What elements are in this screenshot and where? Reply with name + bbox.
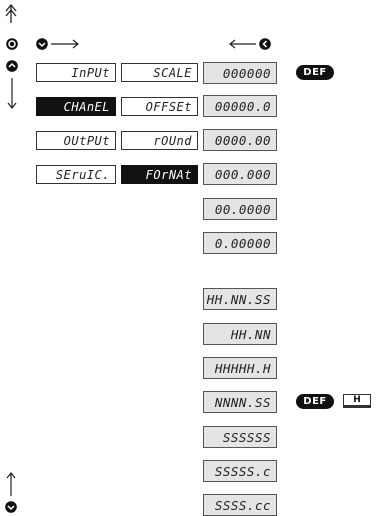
menu-item-label: rOUnd: [153, 133, 192, 148]
menu-item-label: OFFSEt: [145, 99, 192, 114]
format-option[interactable]: 00000.0: [203, 95, 277, 117]
format-option[interactable]: HH.NN.SS: [203, 288, 277, 310]
menu-item-output[interactable]: OUtPUt: [36, 131, 116, 150]
menu-item-scale[interactable]: SCALE: [121, 63, 198, 82]
menu-item-label: OUtPUt: [63, 133, 110, 148]
format-option-label: SSSSSS: [222, 429, 271, 445]
menu-item-format[interactable]: FOrNAt: [121, 165, 198, 184]
menu-item-channel[interactable]: CHAnEL: [36, 97, 116, 116]
format-option-label: NNNN.SS: [214, 394, 271, 410]
default-badge: DEF: [296, 65, 334, 80]
format-option[interactable]: HHHHH.H: [203, 357, 277, 379]
format-option-label: 00000.0: [214, 98, 271, 114]
menu-item-input[interactable]: InPUt: [36, 63, 116, 82]
format-option-label: 0.00000: [214, 235, 271, 251]
format-option[interactable]: HH.NN: [203, 323, 277, 345]
left-arrow-back-button-icon: [229, 38, 271, 50]
format-option[interactable]: NNNN.SS: [203, 391, 277, 413]
menu-item-label: InPUt: [71, 65, 110, 80]
format-option[interactable]: SSSSSS: [203, 426, 277, 448]
format-option[interactable]: SSSS.cc: [203, 494, 277, 516]
format-option-label: 00.0000: [214, 201, 271, 217]
format-option-label: HHHHH.H: [214, 360, 271, 376]
format-option-label: SSSS.cc: [214, 497, 271, 513]
menu-item-label: SCALE: [153, 65, 192, 80]
menu-item-label: CHAnEL: [63, 99, 110, 114]
format-option[interactable]: 000.000: [203, 163, 277, 185]
down-button-arrow-right-icon: [36, 38, 79, 50]
menu-item-offset[interactable]: OFFSEt: [121, 97, 198, 116]
format-option[interactable]: SSSSS.c: [203, 460, 277, 482]
format-option[interactable]: 0000.00: [203, 129, 277, 151]
format-option-label: HH.NN: [230, 326, 271, 342]
menu-item-round[interactable]: rOUnd: [121, 131, 198, 150]
menu-item-label: SEruIC.: [55, 167, 110, 182]
format-option[interactable]: 0.00000: [203, 232, 277, 254]
format-option-label: SSSSS.c: [214, 463, 271, 479]
format-option-label: 000.000: [214, 166, 271, 182]
hour-badge: H: [343, 394, 371, 408]
format-option[interactable]: 000000: [203, 62, 277, 84]
format-option-label: 0000.00: [214, 132, 271, 148]
format-option-label: HH.NN.SS: [206, 291, 271, 307]
default-badge: DEF: [296, 394, 334, 409]
format-option-label: 000000: [222, 65, 271, 81]
up-arrow-down-button-icon: [5, 472, 17, 513]
menu-item-service[interactable]: SEruIC.: [36, 165, 116, 184]
format-option[interactable]: 00.0000: [203, 198, 277, 220]
menu-item-label: FOrNAt: [145, 167, 192, 182]
double-up-arrow-icon: [5, 3, 17, 23]
enter-button-icon: [6, 38, 18, 50]
up-button-down-arrow-icon: [6, 60, 18, 109]
